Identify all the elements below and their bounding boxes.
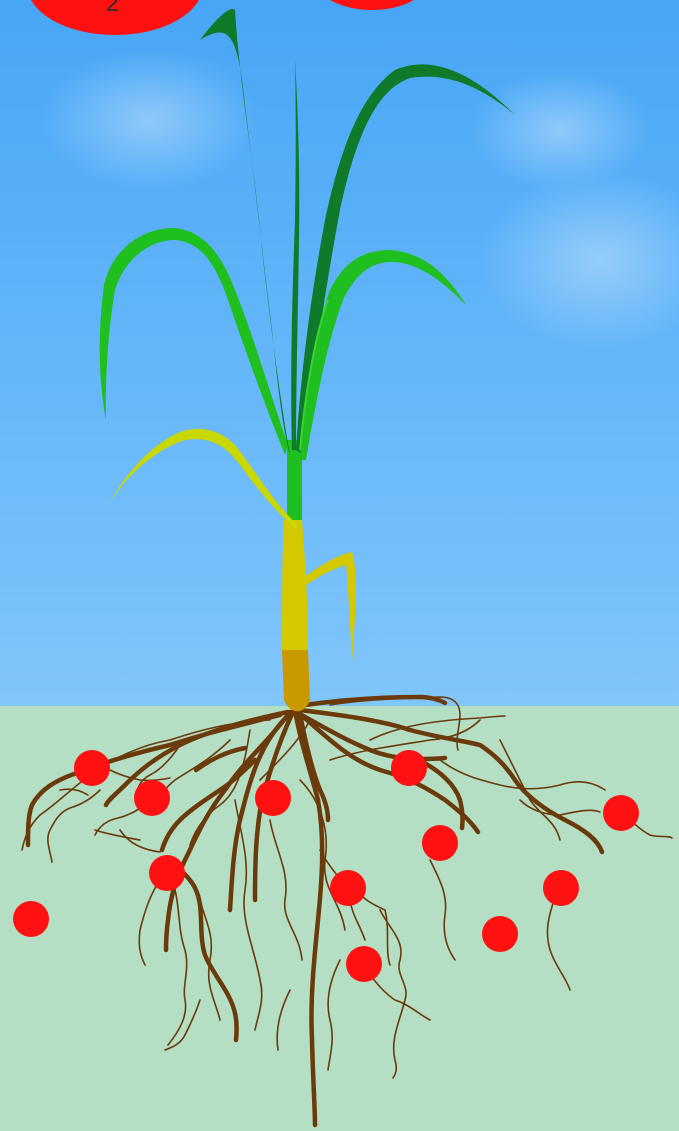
nutrient-dot (543, 870, 579, 906)
nutrient-dot (603, 795, 639, 831)
nutrient-dot (74, 750, 110, 786)
nutrient-dot (391, 750, 427, 786)
stem-base (282, 650, 310, 711)
nutrient-dot (134, 780, 170, 816)
cloud (470, 70, 650, 190)
molecule-subscript-label: 2 (106, 0, 119, 16)
nutrient-dot (149, 855, 185, 891)
cloud (40, 50, 260, 190)
nutrient-dot (422, 825, 458, 861)
nutrient-dot (330, 870, 366, 906)
nutrient-dot (13, 901, 49, 937)
nutrient-dot (346, 946, 382, 982)
nutrient-dot (255, 780, 291, 816)
nutrient-dot (482, 916, 518, 952)
